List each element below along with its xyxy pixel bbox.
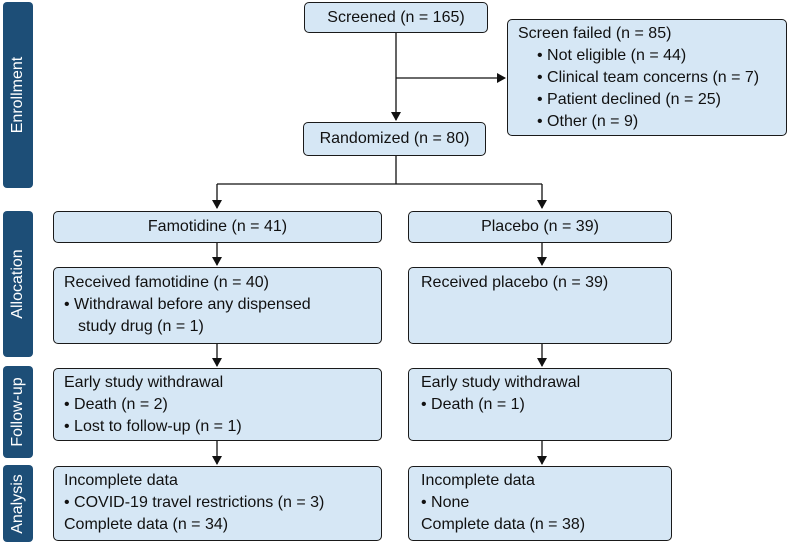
famotidine-analysis-box: Incomplete data • COVID-19 travel restri… (53, 466, 382, 541)
famotidine-withdrawal-item-cont: study drug (n = 1) (78, 318, 204, 335)
screened-text: Screened (n = 165) (327, 8, 465, 26)
famotidine-followup-death: • Death (n = 2) (64, 396, 168, 413)
famotidine-analysis-title: Incomplete data (64, 472, 178, 489)
phase-allocation: Allocation (3, 211, 33, 357)
famotidine-allocation-text: Famotidine (n = 41) (147, 218, 288, 235)
famotidine-received-box: Received famotidine (n = 40) • Withdrawa… (53, 267, 382, 344)
placebo-analysis-box: Incomplete data • None Complete data (n … (408, 466, 672, 541)
screen-failed-clinical-team: • Clinical team concerns (n = 7) (537, 69, 760, 86)
phase-enrollment-label: Enrollment (9, 56, 26, 134)
famotidine-followup-title: Early study withdrawal (64, 374, 224, 391)
screened-box: Screened (n = 165) (304, 2, 488, 33)
phase-analysis: Analysis (3, 465, 33, 542)
phase-follow-up: Follow-up (3, 366, 33, 458)
phase-enrollment: Enrollment (3, 2, 33, 188)
screen-failed-title: Screen failed (n = 85) (518, 25, 672, 42)
famotidine-followup-box: Early study withdrawal • Death (n = 2) •… (53, 368, 382, 441)
placebo-allocation-text: Placebo (n = 39) (481, 218, 599, 235)
screen-failed-box: Screen failed (n = 85) • Not eligible (n… (507, 19, 787, 136)
randomized-text: Randomized (n = 80) (319, 130, 470, 147)
placebo-analysis-complete: Complete data (n = 38) (421, 516, 586, 533)
placebo-analysis-none: • None (421, 494, 470, 511)
screen-failed-not-eligible: • Not eligible (n = 44) (537, 47, 687, 64)
screen-failed-other: • Other (n = 9) (537, 113, 639, 130)
placebo-followup-title: Early study withdrawal (421, 374, 581, 391)
phase-follow-up-label: Follow-up (9, 377, 26, 447)
famotidine-followup-lost: • Lost to follow-up (n = 1) (64, 418, 242, 435)
placebo-analysis-title: Incomplete data (421, 472, 535, 489)
placebo-followup-death: • Death (n = 1) (421, 396, 525, 413)
placebo-received-box: Received placebo (n = 39) (408, 267, 672, 344)
phase-analysis-label: Analysis (9, 473, 26, 534)
famotidine-withdrawal-item: • Withdrawal before any dispensed (64, 296, 311, 313)
placebo-followup-box: Early study withdrawal • Death (n = 1) (408, 368, 672, 441)
placebo-received-title: Received placebo (n = 39) (421, 274, 609, 291)
famotidine-analysis-complete: Complete data (n = 34) (64, 516, 229, 533)
famotidine-received-title: Received famotidine (n = 40) (64, 274, 269, 291)
placebo-allocation-box: Placebo (n = 39) (408, 211, 672, 243)
phase-allocation-label: Allocation (9, 249, 26, 319)
randomized-box: Randomized (n = 80) (303, 122, 486, 156)
famotidine-analysis-covid: • COVID-19 travel restrictions (n = 3) (64, 494, 325, 511)
screen-failed-patient-declined: • Patient declined (n = 25) (537, 91, 721, 108)
famotidine-allocation-box: Famotidine (n = 41) (53, 211, 382, 243)
